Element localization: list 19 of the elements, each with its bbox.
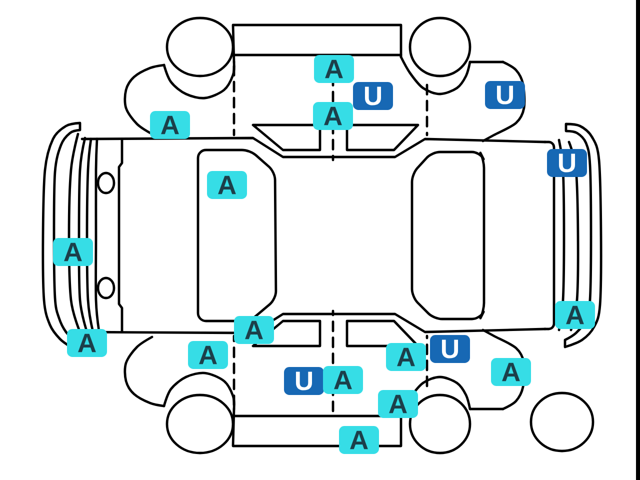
letter-badge: U [430,335,470,363]
letter-badge: A [234,316,274,344]
letter-badge: A [323,366,363,394]
letter-badge: U [284,367,324,395]
letter-badge: U [353,82,393,110]
letter-badge: A [378,390,418,418]
letter-badge: A [207,171,247,199]
letter-badge: U [547,149,587,177]
letter-badge: A [67,329,107,357]
letter-badge: A [150,111,190,139]
letter-badge: A [491,358,531,386]
letter-badge: A [339,426,379,454]
letter-badge: A [53,238,93,266]
letter-badge: A [313,102,353,130]
letter-badge: A [555,301,595,329]
letter-badge: A [188,341,228,369]
letter-badge: U [485,81,525,109]
letter-badge: A [314,55,354,83]
letter-badge: A [386,343,426,371]
